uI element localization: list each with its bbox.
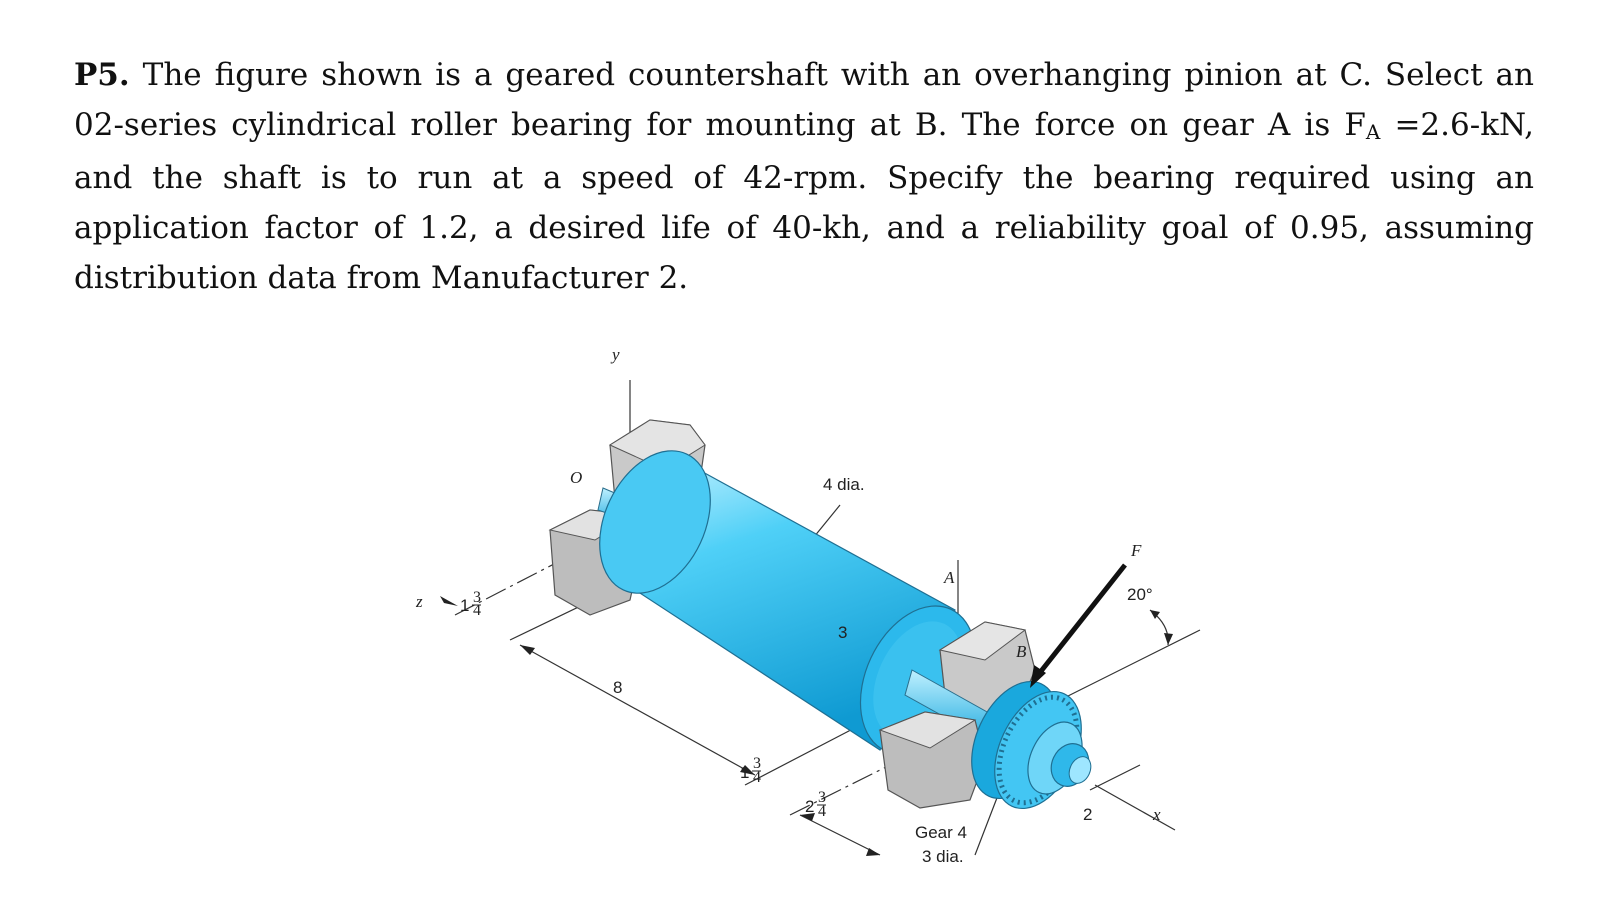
gear-dia-label: 3 dia. xyxy=(922,847,964,866)
svg-text:3: 3 xyxy=(473,589,481,606)
force-ref-line xyxy=(1059,629,1201,701)
angle-arrow-bottom xyxy=(1164,633,1173,645)
dim8-arrow-left xyxy=(520,645,535,655)
z-label: z xyxy=(415,592,423,611)
gear-4 xyxy=(971,680,1092,810)
svg-text:2: 2 xyxy=(805,797,814,816)
dim-2-label: 2 xyxy=(1083,805,1092,824)
problem-statement: P5. The figure shown is a geared counter… xyxy=(74,50,1534,303)
dimension-arrows xyxy=(440,534,1173,856)
svg-text:4: 4 xyxy=(818,803,826,820)
problem-text-part-2: =2.6-kN, and the shaft is to run at a sp… xyxy=(74,107,1534,296)
dim234-arrow-right xyxy=(866,848,880,856)
dim-2-3-4-bottom: 2 3 4 xyxy=(805,789,826,820)
problem-number: P5. xyxy=(74,57,130,93)
z-arrow xyxy=(440,596,458,606)
dim234-arrow-left xyxy=(800,813,815,821)
dim-1-3-4-bottom: 1 3 4 xyxy=(740,755,761,786)
svg-text:4: 4 xyxy=(473,602,481,619)
x-label: x xyxy=(1152,805,1161,824)
dim-3-label: 3 xyxy=(838,623,847,642)
angle-arrow-top xyxy=(1150,610,1160,619)
force-subscript: A xyxy=(1365,120,1381,144)
svg-text:3: 3 xyxy=(753,755,761,772)
o-label: O xyxy=(570,468,582,487)
svg-text:4: 4 xyxy=(753,769,761,786)
svg-text:3: 3 xyxy=(818,789,826,806)
svg-text:1: 1 xyxy=(460,596,469,615)
four-dia-label: 4 dia. xyxy=(823,475,865,494)
f-label: F xyxy=(1130,541,1142,560)
dim8-arrow-right xyxy=(740,765,755,775)
lower-extension-line xyxy=(744,719,871,786)
dim-1-3-4-left: 1 3 4 xyxy=(460,589,481,619)
x-axis-line xyxy=(1094,784,1176,831)
dim-8-label: 8 xyxy=(613,678,622,697)
b-label: B xyxy=(1016,642,1027,661)
svg-text:1: 1 xyxy=(740,763,749,782)
force-f-arrowhead xyxy=(1030,665,1046,688)
dimension-2-3-4-line xyxy=(799,814,881,856)
bearing-block-b-bottom xyxy=(878,711,986,809)
angle-arc xyxy=(1149,609,1169,646)
problem-text-part-1: The figure shown is a geared countershaf… xyxy=(74,57,1534,143)
angle-label: 20° xyxy=(1127,585,1153,604)
a-label: A xyxy=(943,568,955,587)
dimension-8-line xyxy=(519,644,756,776)
gear-end-line xyxy=(1089,764,1141,791)
gear-name-label: Gear 4 xyxy=(915,823,967,842)
force-f-arrow xyxy=(1036,563,1127,677)
gear-leader xyxy=(974,789,1001,856)
y-label: y xyxy=(610,345,620,364)
